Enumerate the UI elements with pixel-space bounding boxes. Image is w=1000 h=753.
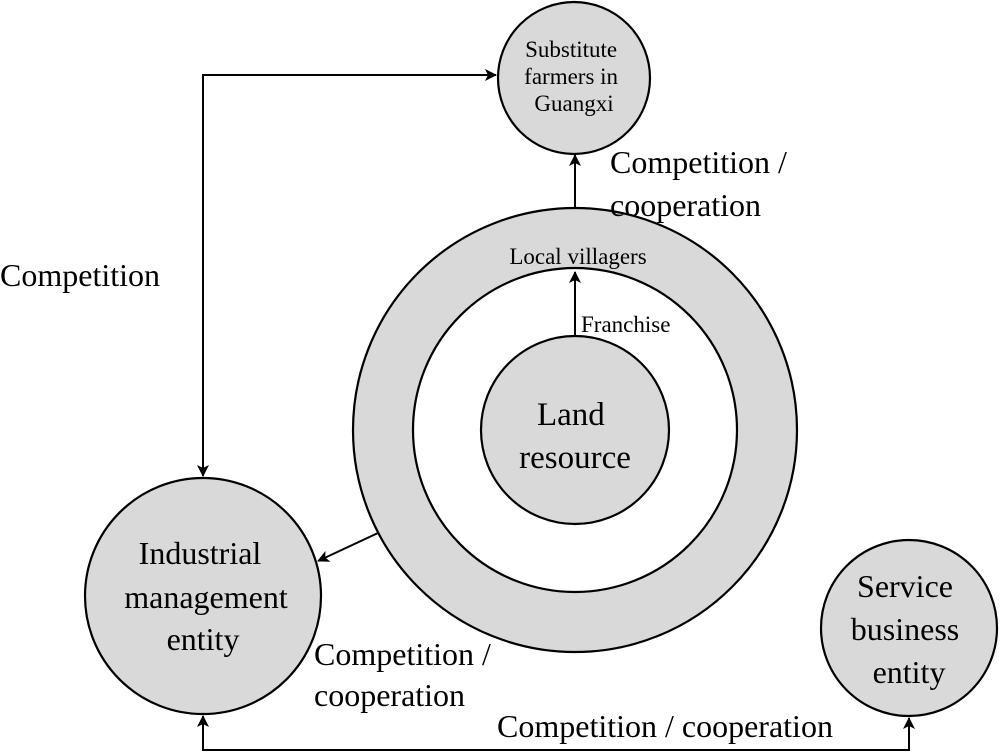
industrial-entity-node <box>83 476 323 716</box>
service-label: Service business entity <box>851 568 967 690</box>
industrial-label: Industrial management entity <box>124 535 295 657</box>
cc-bottom-label: Competition / cooperation <box>497 708 833 744</box>
cc-top-label: Competition / cooperation <box>610 144 795 223</box>
competition-left-label: Competition <box>0 257 160 293</box>
villagers-to-industrial-arrow <box>317 532 379 562</box>
cc-mid-label: Competition / cooperation <box>314 636 499 713</box>
land-label: Land resource <box>519 397 631 476</box>
villagers-label: Local villagers <box>509 244 646 269</box>
substitute-label: Substitute farmers in Guangxi <box>524 37 624 116</box>
franchise-label: Franchise <box>581 312 670 337</box>
service-entity-node <box>819 538 999 718</box>
bottom-link-left <box>197 715 500 751</box>
